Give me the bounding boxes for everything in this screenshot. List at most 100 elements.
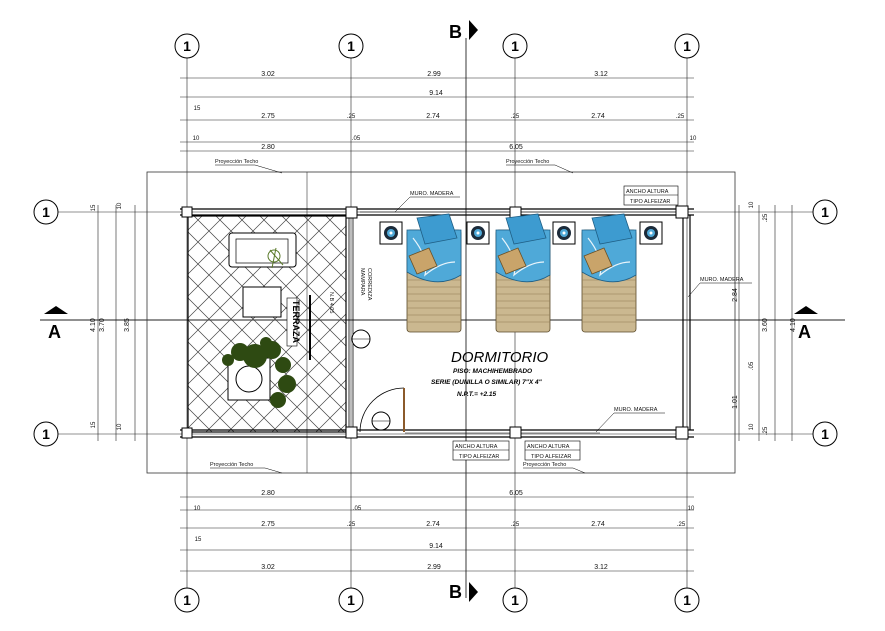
room-name: DORMITORIO [451, 349, 549, 366]
svg-text:.25: .25 [676, 114, 685, 120]
wall-labels: MURO. MADERA MURO. MADERA MURO. MADERA [394, 191, 752, 433]
nightstand-lamp-icon [379, 221, 403, 245]
door [359, 387, 405, 433]
axis-label: 1 [347, 592, 355, 608]
terrace-label: TERRAZA N.B 4.05 [286, 292, 334, 360]
roof-projection-label: Proyección Techo [215, 159, 258, 165]
svg-text:3.70: 3.70 [99, 318, 106, 332]
svg-text:15: 15 [91, 204, 97, 211]
room-level: N.P.T.= +2.15 [457, 391, 497, 398]
axis-label: 1 [347, 38, 355, 54]
svg-text:.25: .25 [347, 522, 356, 528]
svg-text:3.85: 3.85 [124, 318, 131, 332]
svg-text:.25: .25 [347, 114, 356, 120]
wood-wall-label: MURO. MADERA [700, 277, 744, 283]
section-markers: B B A A [44, 20, 818, 602]
axis-label: 1 [511, 38, 519, 54]
svg-text:.25: .25 [511, 114, 520, 120]
room-finish: SERIE (DUNILLA O SIMILAR) 7"X 4" [431, 379, 543, 386]
dimension-text-right: 10 .25 2.84 3.60 4.10 .05 1.01 10 .25 [732, 201, 797, 435]
dimension-lines-bottom [180, 496, 694, 572]
svg-text:2.75: 2.75 [261, 521, 275, 528]
svg-text:10: 10 [690, 136, 697, 142]
roof-projection-label: Proyección Techo [523, 462, 566, 468]
axis-label: 1 [821, 426, 829, 442]
axis-label: 1 [42, 426, 50, 442]
svg-text:.25: .25 [763, 213, 769, 222]
svg-text:TIPO ALFEIZAR: TIPO ALFEIZAR [459, 454, 499, 460]
svg-text:2.75: 2.75 [261, 113, 275, 120]
axis-label: 1 [183, 592, 191, 608]
wood-wall-label: MURO. MADERA [410, 191, 454, 197]
svg-text:2.99: 2.99 [427, 71, 441, 78]
svg-text:TERRAZA: TERRAZA [291, 300, 301, 343]
beds [379, 213, 663, 333]
svg-text:2.74: 2.74 [591, 521, 605, 528]
level-tag [351, 329, 391, 431]
svg-text:MAMPARA: MAMPARA [359, 268, 365, 296]
svg-text:2.74: 2.74 [426, 113, 440, 120]
dimension-text-left: 15 10 3.70 3.85 4.10 15 10 [90, 202, 131, 430]
window-openings [360, 211, 676, 434]
dimension-lines-top [180, 77, 694, 152]
dimension-lines-sides [97, 205, 793, 441]
svg-text:4.10: 4.10 [790, 318, 797, 332]
axis-label: 1 [183, 38, 191, 54]
svg-text:15: 15 [91, 421, 97, 428]
svg-text:2.99: 2.99 [427, 564, 441, 571]
walls [180, 208, 694, 438]
sofa [228, 232, 297, 269]
svg-text:15: 15 [195, 537, 202, 543]
svg-text:2.74: 2.74 [426, 521, 440, 528]
svg-text:3.12: 3.12 [594, 71, 608, 78]
svg-text:10: 10 [194, 506, 201, 512]
coffee-table [242, 286, 282, 318]
section-b-top: B [449, 22, 462, 42]
nightstand-lamp-icon [466, 221, 490, 245]
axis-bubble-labels: 1 1 1 1 1 1 1 1 1 1 1 1 [42, 38, 829, 608]
svg-text:4.10: 4.10 [90, 318, 97, 332]
svg-text:10: 10 [688, 506, 695, 512]
svg-text:ANCHO ALTURA: ANCHO ALTURA [527, 444, 570, 450]
section-a-left: A [48, 322, 61, 342]
svg-text:3.02: 3.02 [261, 564, 275, 571]
bed-icon [581, 213, 637, 333]
svg-text:10: 10 [749, 423, 755, 430]
nightstand-lamp-icon [639, 221, 663, 245]
roof-projection-labels: Proyección Techo Proyección Techo Proyec… [210, 159, 586, 474]
svg-text:6.05: 6.05 [509, 144, 523, 151]
svg-text:3.12: 3.12 [594, 564, 608, 571]
svg-text:10: 10 [117, 202, 123, 209]
svg-text:6.05: 6.05 [509, 490, 523, 497]
svg-text:2.80: 2.80 [261, 490, 275, 497]
svg-text:2.80: 2.80 [261, 144, 275, 151]
axis-label: 1 [683, 38, 691, 54]
dimension-text-bottom: 2.80 6.05 10 .05 10 2.75 .25 2.74 .25 2.… [194, 490, 695, 571]
svg-text:ANCHO ALTURA: ANCHO ALTURA [626, 189, 669, 195]
sliding-screen-label: MAMPARA CORREDIZA [359, 268, 372, 301]
window-tag: ANCHO ALTURA TIPO ALFEIZAR [524, 440, 581, 461]
section-a-right: A [798, 322, 811, 342]
columns [181, 205, 689, 440]
roof-projection-outline [146, 171, 736, 474]
svg-text:.05: .05 [352, 136, 361, 142]
svg-text:3.60: 3.60 [762, 318, 769, 332]
window-tag: ANCHO ALTURA TIPO ALFEIZAR [452, 440, 510, 461]
bed-icon [406, 213, 462, 333]
svg-text:.25: .25 [677, 522, 686, 528]
svg-text:3.02: 3.02 [261, 71, 275, 78]
svg-text:.25: .25 [511, 522, 520, 528]
axis-bubbles [33, 33, 838, 613]
svg-text:1.01: 1.01 [732, 395, 739, 409]
section-b-bottom: B [449, 582, 462, 602]
svg-text:.25: .25 [763, 426, 769, 435]
plant-icon [222, 337, 296, 408]
svg-text:9.14: 9.14 [429, 543, 443, 550]
svg-text:.05: .05 [353, 506, 362, 512]
svg-text:N.B 4.05: N.B 4.05 [328, 292, 334, 313]
nightstand-lamp-icon [552, 221, 576, 245]
room-floor: PISO: MACHIHEMBRADO [453, 368, 532, 375]
room-title-block: DORMITORIO PISO: MACHIHEMBRADO SERIE (DU… [431, 349, 549, 398]
svg-text:ANCHO ALTURA: ANCHO ALTURA [455, 444, 498, 450]
